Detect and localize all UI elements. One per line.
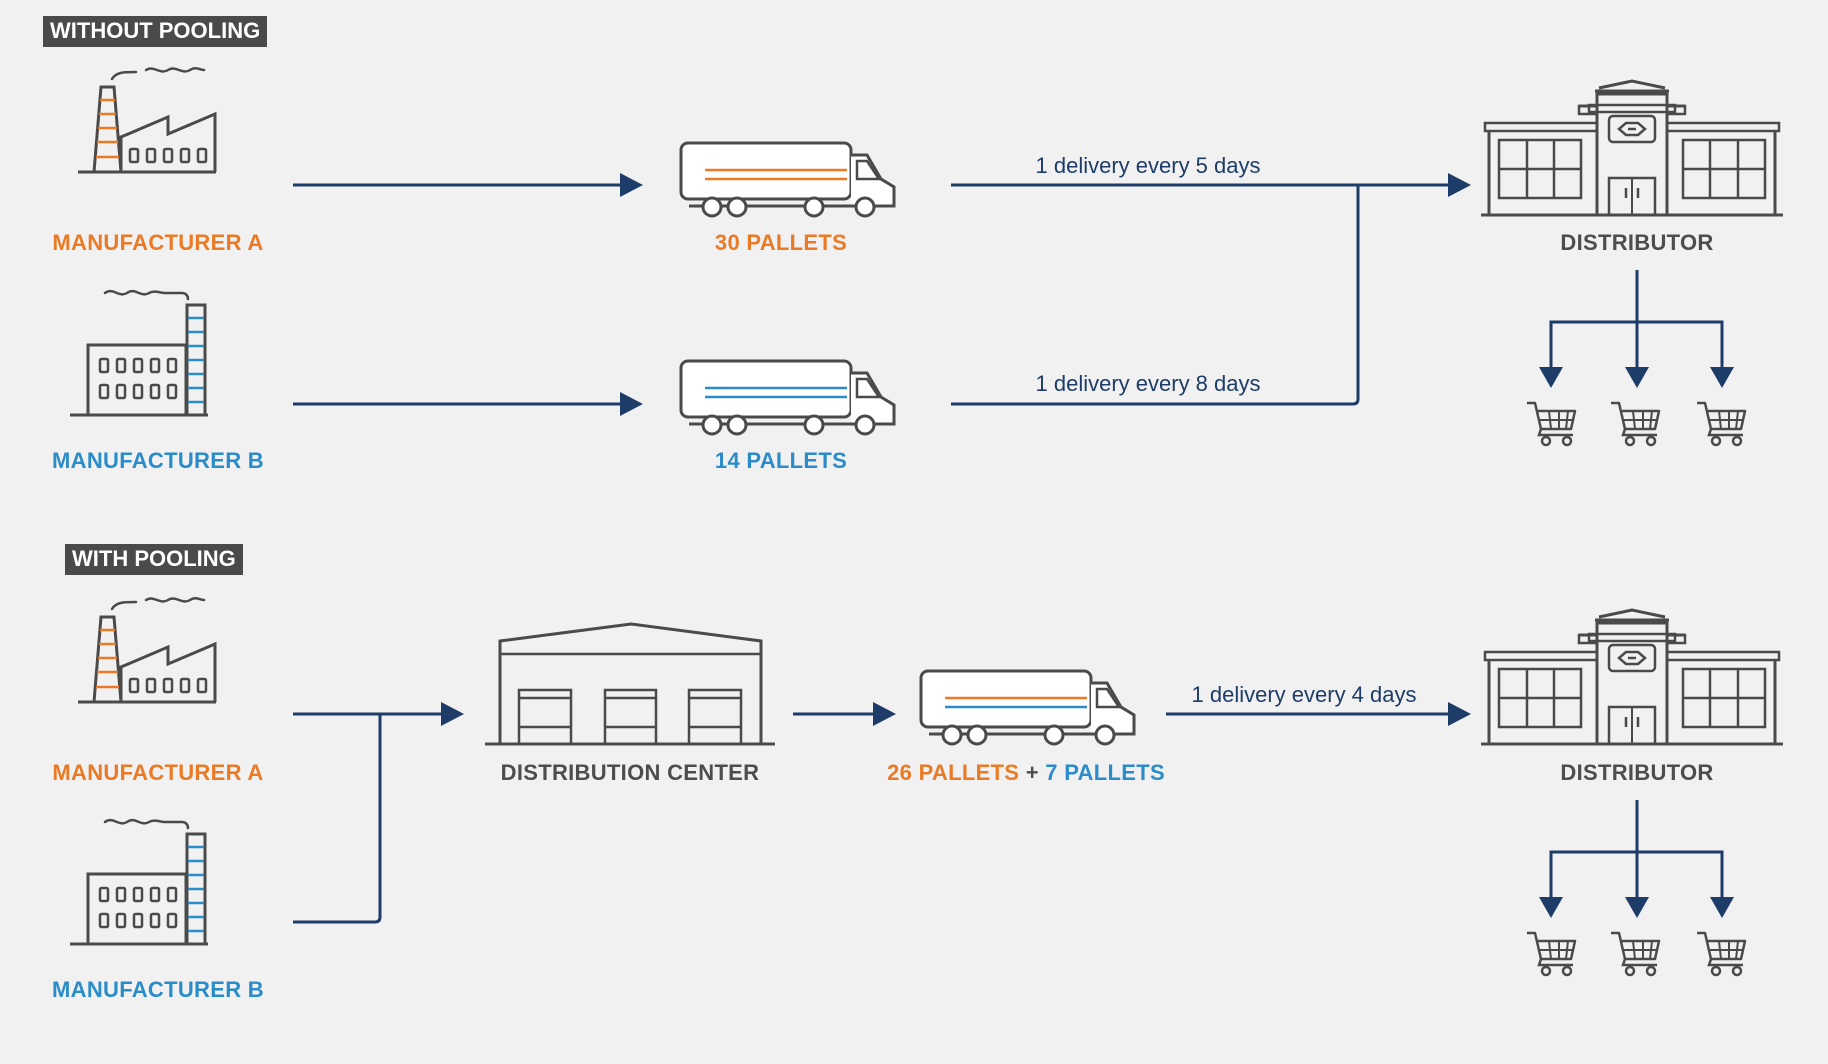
manufacturer-a-label: MANUFACTURER A xyxy=(52,760,264,785)
pooled-pallets-label: 26 PALLETS + 7 PALLETS xyxy=(887,760,1165,786)
arrow-down-icon xyxy=(1539,897,1563,918)
plus-sign: + xyxy=(1025,760,1039,785)
factory-icon xyxy=(76,66,218,174)
shopping-cart-icon xyxy=(1695,931,1747,977)
store-icon xyxy=(1479,608,1785,746)
section-tag-with-pooling: WITH POOLING xyxy=(65,544,243,575)
truck-icon xyxy=(919,669,1136,746)
factory-icon xyxy=(68,289,210,417)
pallets-a: 26 PALLETS xyxy=(887,760,1020,785)
arrow-down-icon xyxy=(1625,367,1649,388)
shopping-cart-icon xyxy=(1695,401,1747,447)
retail-branches xyxy=(1549,270,1724,370)
arrow-down-icon xyxy=(1710,897,1734,918)
distribution-center-label: DISTRIBUTION CENTER xyxy=(500,760,760,785)
store-icon xyxy=(1479,79,1785,217)
delivery-frequency-b: 1 delivery every 8 days xyxy=(1035,371,1261,396)
arrow-right-icon xyxy=(793,702,896,726)
warehouse-icon xyxy=(485,622,775,746)
truck-a-pallets: 30 PALLETS xyxy=(714,230,848,255)
retail-branches xyxy=(1549,800,1724,900)
arrow-right-icon xyxy=(293,173,643,197)
delivery-frequency-a: 1 delivery every 5 days xyxy=(1035,153,1261,178)
arrow-down-icon xyxy=(1710,367,1734,388)
pallets-b: 7 PALLETS xyxy=(1045,760,1165,785)
truck-icon xyxy=(679,359,896,436)
arrow-down-icon xyxy=(1539,367,1563,388)
shopping-cart-icon xyxy=(1525,931,1577,977)
distributor-label: DISTRIBUTOR xyxy=(1560,230,1714,255)
arrow-right-icon xyxy=(1166,702,1471,726)
manufacturer-b-label: MANUFACTURER B xyxy=(52,448,264,473)
shopping-cart-icon xyxy=(1525,401,1577,447)
distributor-label: DISTRIBUTOR xyxy=(1560,760,1714,785)
shopping-cart-icon xyxy=(1609,931,1661,977)
section-tag-without-pooling: WITHOUT POOLING xyxy=(43,16,268,47)
manufacturer-a-label: MANUFACTURER A xyxy=(52,230,264,255)
shopping-cart-icon xyxy=(1609,401,1661,447)
manufacturer-b-label: MANUFACTURER B xyxy=(52,977,264,1002)
truck-b-pallets: 14 PALLETS xyxy=(714,448,848,473)
factory-icon xyxy=(76,596,218,704)
arrow-down-icon xyxy=(1625,897,1649,918)
factory-icon xyxy=(68,818,210,946)
delivery-frequency-pooled: 1 delivery every 4 days xyxy=(1191,682,1417,707)
merge-route xyxy=(293,702,464,924)
truck-icon xyxy=(679,141,896,218)
arrow-right-icon xyxy=(293,392,643,416)
delivery-route xyxy=(951,173,1471,406)
